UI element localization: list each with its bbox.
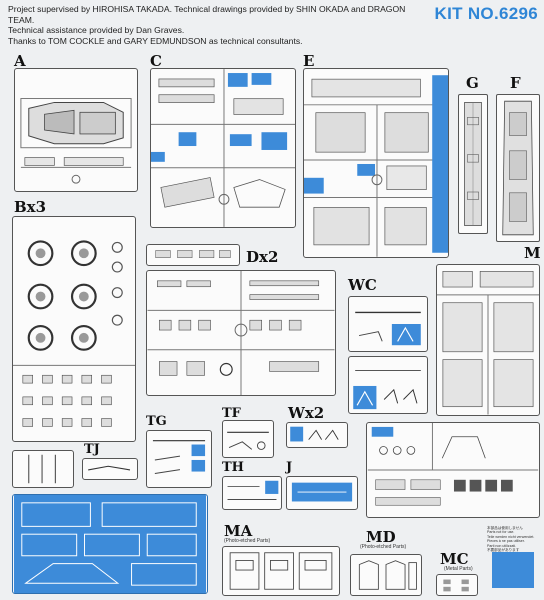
sprue-label-ma: MA — [224, 522, 253, 540]
legend-line-1: 本部品は使用しません — [487, 526, 523, 530]
legend: 本部品は使用しません Parts not for use. Teile werd… — [487, 526, 539, 552]
sprue-w-drawing — [290, 426, 339, 442]
sprue-label-j: J — [286, 460, 293, 475]
sprue-w — [286, 422, 348, 448]
sprue-m-drawing — [437, 271, 539, 415]
ma-subtitle: (Photo-etched Parts) — [224, 538, 271, 544]
sprue-label-mc: MC — [440, 550, 469, 568]
sprue-m — [436, 264, 540, 416]
sprue-label-md: MD — [366, 528, 396, 546]
legend-line-2: Parts not for use. — [487, 530, 515, 535]
sprue-label-d: Dx2 — [246, 248, 279, 266]
legend-line-6: 不要部品があります — [487, 548, 520, 553]
sprue-label-w: Wx2 — [288, 404, 325, 422]
sprue-e-drawing — [304, 75, 448, 257]
sprue-label-tj: TJ — [84, 442, 100, 457]
sprue-d-drawing — [147, 271, 335, 395]
sprue-tj-left — [12, 450, 74, 488]
sprue-b-drawing — [13, 240, 135, 427]
sprue-e — [303, 68, 449, 258]
sprue-f — [496, 94, 540, 242]
sprue-c — [150, 68, 296, 228]
sprue-b — [12, 216, 136, 442]
sprue-wc — [348, 296, 428, 352]
sprue-md-drawing — [358, 560, 417, 590]
sprue-f-drawing — [502, 100, 534, 236]
sprue-tf-drawing — [227, 431, 269, 450]
sprue-k — [366, 422, 540, 518]
sprue-th-drawing — [227, 480, 279, 501]
sprue-wc-lower — [348, 356, 428, 414]
md-subtitle: (Photo-etched Parts) — [360, 544, 407, 550]
credit-line-1: Project supervised by HIROHISA TAKADA. T… — [8, 4, 406, 25]
sprue-wc-lower-drawing — [353, 370, 421, 410]
sprue-tg-drawing — [152, 440, 206, 474]
sprue-j — [286, 476, 358, 510]
sprue-label-tf: TF — [222, 406, 241, 421]
sprue-label-b: Bx3 — [14, 198, 47, 216]
sprue-mc — [436, 574, 478, 596]
sprue-ma-drawing — [229, 552, 333, 590]
sprue-label-wc: WC — [348, 276, 377, 294]
sprue-tf — [222, 420, 274, 458]
sprue-a — [14, 68, 138, 192]
sprue-mc-drawing — [443, 579, 469, 592]
sprue-d-top — [146, 244, 240, 266]
sprue-label-e: E — [303, 52, 315, 70]
sprue-tj-drawing — [88, 465, 131, 471]
legend-swatch — [492, 552, 534, 588]
sprue-h-drawing — [13, 495, 207, 593]
sprue-label-g: G — [466, 74, 479, 92]
sprue-th — [222, 476, 282, 510]
sprue-d — [146, 270, 336, 396]
sprue-wc-drawing — [355, 311, 421, 346]
sprue-label-f: F — [510, 74, 521, 92]
sprue-tj-left-drawing — [28, 454, 56, 484]
sprue-g — [458, 94, 488, 234]
sprue-label-m: M — [524, 244, 541, 262]
credits: Project supervised by HIROHISA TAKADA. T… — [8, 4, 408, 46]
sprue-ma — [222, 546, 340, 596]
sprue-k-drawing — [367, 423, 539, 506]
credit-line-2: Technical assistance provided by Dan Gra… — [8, 25, 185, 36]
credit-line-3: Thanks to TOM COCKLE and GARY EDMUNDSON … — [8, 35, 303, 46]
sprue-a-drawing — [20, 98, 132, 184]
sprue-h — [12, 494, 208, 594]
sprue-j-drawing — [291, 482, 353, 502]
kit-number: KIT NO.6296 — [434, 4, 538, 23]
sprue-label-c: C — [150, 52, 162, 70]
sprue-d-top-drawing — [155, 250, 231, 258]
sprue-label-th: TH — [222, 460, 244, 475]
sprue-tg — [146, 430, 212, 488]
legend-line-5: Parti non utilizzati. — [487, 543, 517, 548]
sprue-tj — [82, 458, 138, 480]
sprue-c-drawing — [151, 69, 295, 227]
legend-line-4: Pieces à ne pas utiliser. — [487, 539, 525, 544]
mc-subtitle: (Metal Parts) — [444, 566, 473, 572]
legend-line-3: Teile werden nicht verwendet. — [487, 534, 535, 539]
sprue-g-drawing — [464, 102, 482, 226]
sprue-label-a: A — [14, 52, 26, 70]
sprue-md — [350, 554, 422, 596]
sprue-label-tg: TG — [146, 414, 167, 429]
